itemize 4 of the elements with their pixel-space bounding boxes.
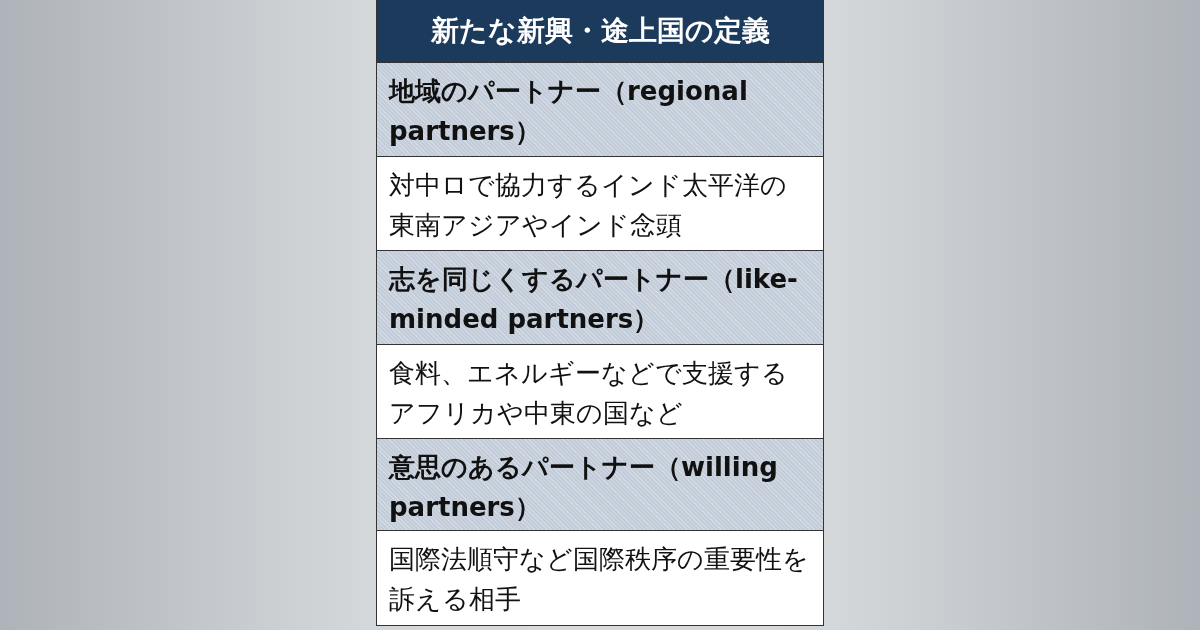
- category-heading-cell: 志を同じくするパートナー（like-minded partners）: [377, 250, 823, 344]
- category-heading-cell: 地域のパートナー（regional partners）: [377, 62, 823, 156]
- table-title: 新たな新興・途上国の定義: [377, 0, 823, 62]
- category-heading-cell: 意思のあるパートナー（willing partners）: [377, 438, 823, 530]
